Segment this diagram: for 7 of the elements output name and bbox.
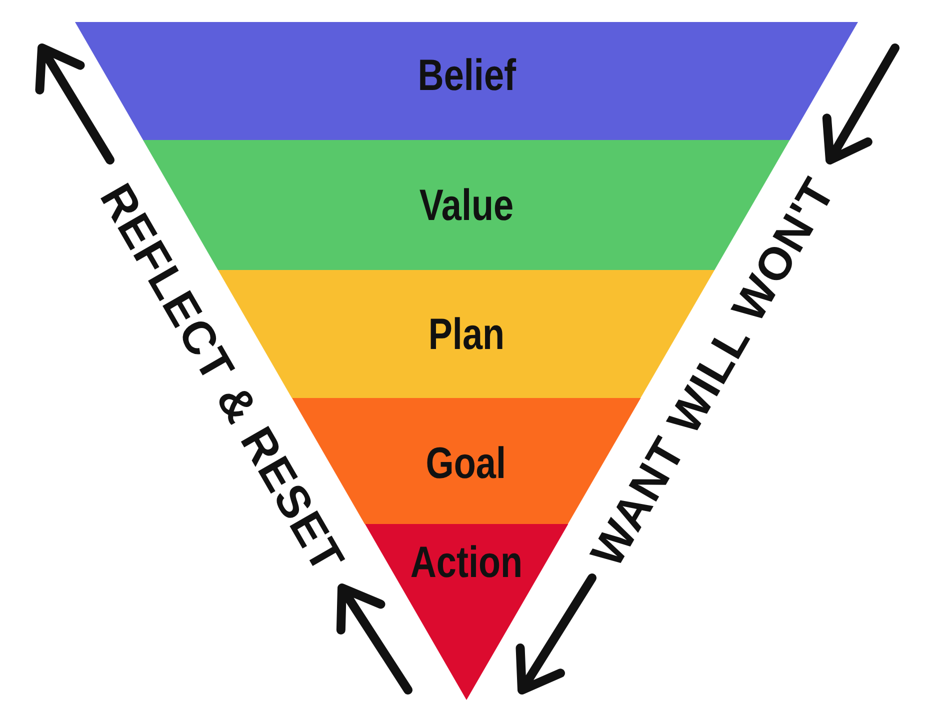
band-label: Belief: [417, 51, 516, 101]
pyramid-tip: [364, 524, 568, 700]
band-label: Plan: [428, 310, 504, 360]
band-label: Action: [410, 538, 522, 588]
pyramid-band: [75, 22, 858, 140]
band-label: Value: [419, 181, 514, 231]
band-label: Goal: [426, 439, 506, 489]
